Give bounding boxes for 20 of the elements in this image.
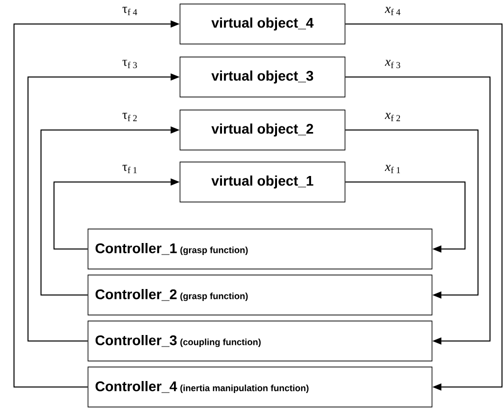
edge-label: τ$_{f 3}$ xyxy=(121,58,139,70)
arrow xyxy=(344,76,490,345)
edge-label: x$_{f 3}$ xyxy=(384,58,402,70)
edge-label: τ$_{f 4}$ xyxy=(121,6,139,16)
controller-box: Controller_2 (grasp function) xyxy=(88,274,432,316)
object-box: virtual object_2 xyxy=(180,110,346,150)
edge-label: x$_{f 1}$ xyxy=(384,164,402,174)
controller-box: Controller_4 (inertia manipulation function) xyxy=(88,366,432,408)
arrow xyxy=(344,130,478,299)
controller-box: Controller_1 (grasp function) xyxy=(88,228,432,270)
object-box: virtual object_1 xyxy=(180,162,346,202)
arrow xyxy=(344,182,466,253)
object-box: virtual object_4 xyxy=(180,4,346,44)
arrow xyxy=(344,24,502,391)
edge-label: τ$_{f 1}$ xyxy=(121,164,139,174)
edge-label: x$_{f 2}$ xyxy=(384,112,402,122)
object-box: virtual object_3 xyxy=(180,56,346,98)
edge-label: x$_{f 4}$ xyxy=(384,6,402,16)
edge-label: τ$_{f 2}$ xyxy=(121,112,139,122)
controller-box: Controller_3 (coupling function) xyxy=(88,320,432,362)
